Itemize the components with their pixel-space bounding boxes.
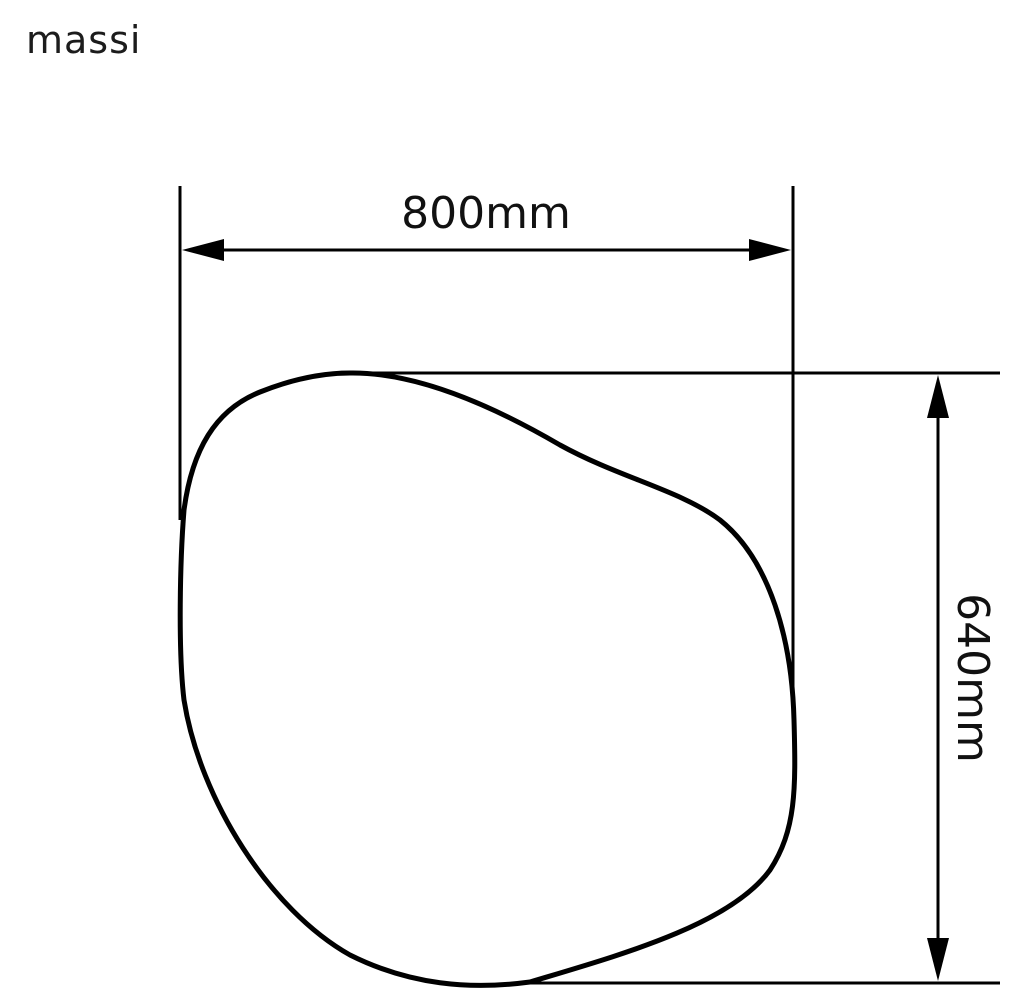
height-label: 640mm (947, 593, 998, 763)
brand-logo: massi (26, 18, 142, 62)
arrow-down-icon (927, 938, 949, 981)
mirror-outline (177, 370, 798, 988)
width-label: 800mm (401, 188, 571, 239)
arrow-right-icon (749, 239, 791, 261)
arrow-up-icon (927, 375, 949, 418)
arrow-left-icon (182, 239, 224, 261)
